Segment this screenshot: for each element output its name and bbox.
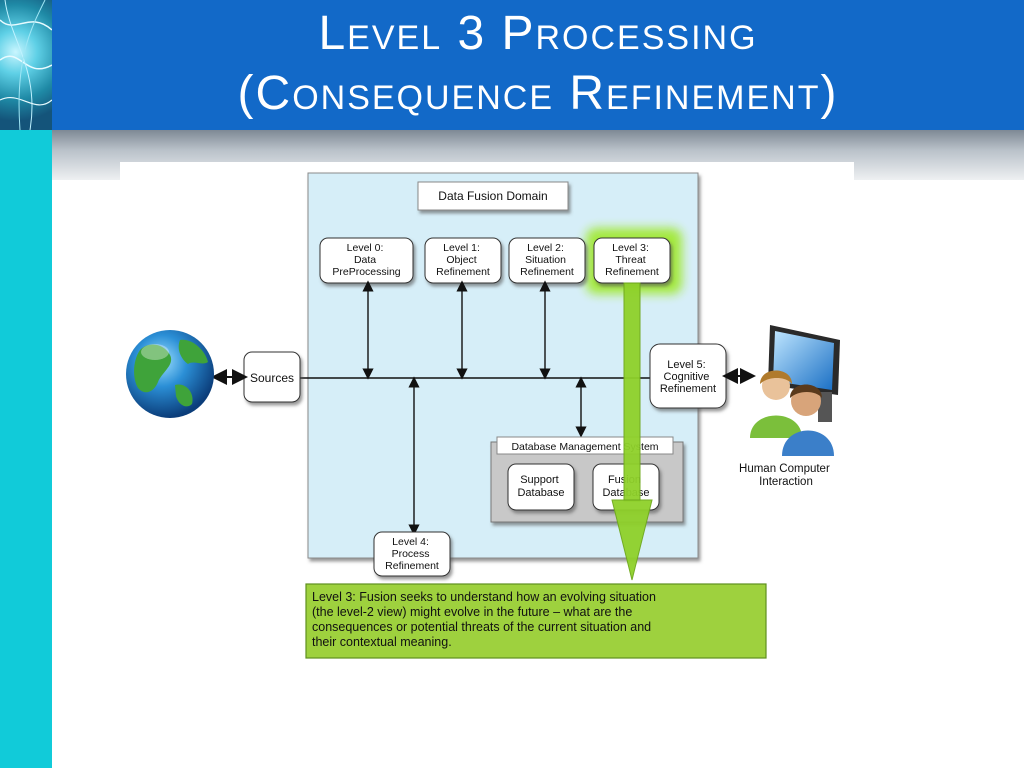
globe-icon [126,330,214,418]
title-bar [0,0,1024,130]
level3-box: Level 3: Threat Refinement [593,237,671,284]
support-database-box: Support Database [507,463,575,511]
svg-text:Level 2: Situation: Level 2: Situation Refinement [520,242,574,278]
domain-label-box [417,181,569,211]
level3-highlight-arrow [611,282,653,581]
level3-line1: Level 3: [612,242,649,254]
level2-line2: Situation [525,254,566,266]
level2-line1: Level 2: [527,242,564,254]
level3-line2: Threat [615,254,645,266]
sources-box: Sources [243,351,301,403]
people-monitor-icon [750,325,840,456]
level2-line3: Refinement [520,266,574,278]
title-line-2: (Consequence Refinement) [237,67,839,120]
svg-text:Level 1: Object Re: Level 1: Object Refinement [436,242,490,278]
sources-label: Sources [250,371,294,385]
level4-line2: Process [392,548,430,560]
level5-line2: Cognitive [664,371,710,383]
level1-line1: Level 1: [443,242,480,254]
level1-line2: Object [446,254,476,266]
level0-line3: PreProcessing [332,266,400,278]
level4-box: Level 4: Process Refinement [373,531,451,577]
slide-title: Level 3 Processing (Consequence Refineme… [52,0,1024,130]
svg-text:Level 3: Threat Re: Level 3: Threat Refinement [605,242,659,278]
level5-box: Level 5: Cognitive Refinement [649,343,727,409]
level0-box: Level 0: Data PreProcessing [319,237,414,284]
support-db-line1: Support [520,474,559,486]
callout-line4: their contextual meaning. [312,635,452,649]
level1-line3: Refinement [436,266,490,278]
level4-line1: Level 4: [392,536,429,548]
callout-line1: Level 3: Fusion seeks to understand how … [312,590,656,604]
svg-text:Level 5: Cognitive: Level 5: Cognitive Refinement [660,359,716,395]
hci-line2: Interaction [759,476,813,488]
level3-callout: Level 3: Fusion seeks to understand how … [305,583,767,659]
hci-line1: Human Computer [739,463,830,475]
level0-line1: Level 0: [347,242,384,254]
svg-text:Level 3: Fusion seeks to under: Level 3: Fusion seeks to understand how … [312,590,659,649]
svg-text:Level 0: Data PreP: Level 0: Data PreProcessing [332,242,400,278]
level4-line3: Refinement [385,560,439,572]
dbms-label: Database Management System [511,441,658,453]
corner-decoration [0,0,52,130]
level1-box: Level 1: Object Refinement [424,237,502,284]
level5-line1: Level 5: [667,359,706,371]
level2-box: Level 2: Situation Refinement [508,237,586,284]
hci-label: Human Computer Interaction [739,463,833,488]
level0-line2: Data [354,254,376,266]
svg-text:Support Database: Support Database [517,474,564,499]
level5-line3: Refinement [660,383,716,395]
callout-line3: consequences or potential threats of the… [312,620,651,634]
callout-line2: (the level-2 view) might evolve in the f… [312,605,632,619]
left-accent-strip [0,130,52,768]
level3-line3: Refinement [605,266,659,278]
svg-text:Level 4: Process R: Level 4: Process Refinement [385,536,439,572]
title-line-1: Level 3 Processing [318,7,758,60]
support-db-line2: Database [517,487,564,499]
domain-label: Data Fusion Domain [438,189,547,203]
